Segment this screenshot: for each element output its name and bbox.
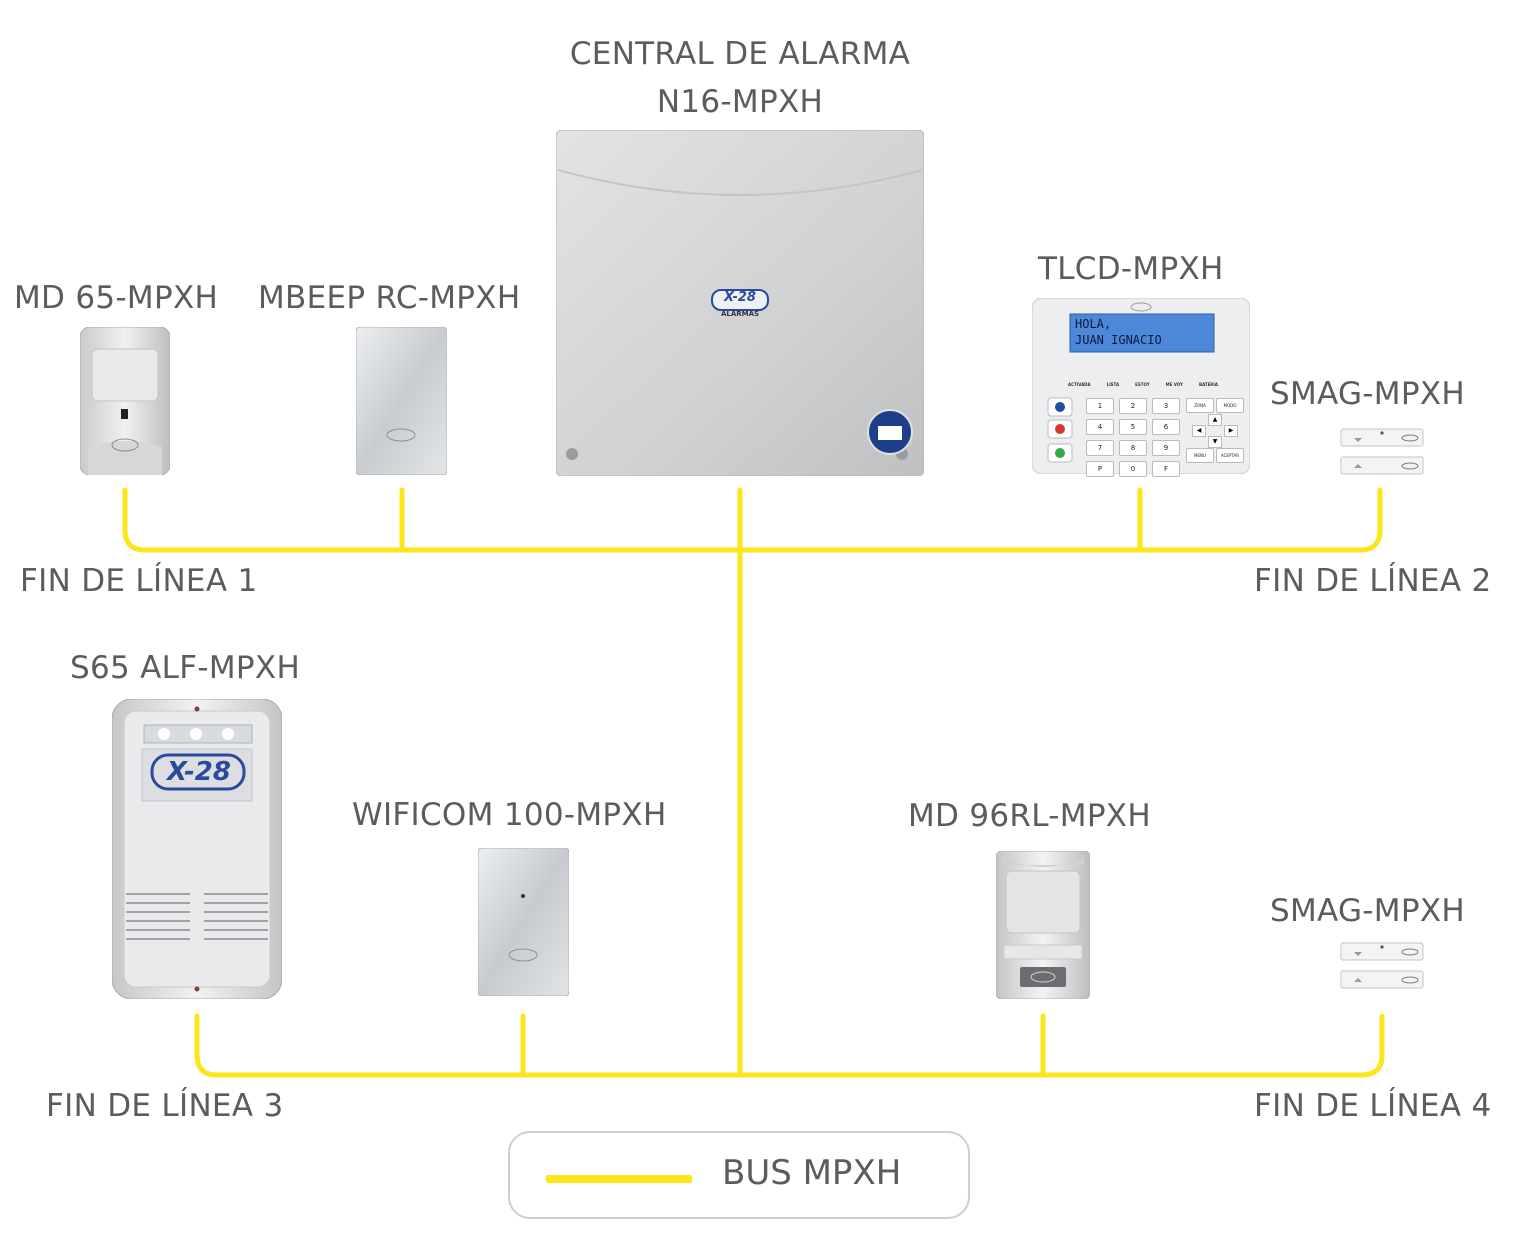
arrow-up-icon[interactable]: ▲ (1208, 414, 1222, 426)
key-6[interactable]: 6 (1152, 419, 1180, 435)
mbeep-label: MBEEP RC-MPXH (258, 280, 521, 316)
wificom-label: WIFICOM 100-MPXH (352, 797, 667, 833)
key-3[interactable]: 3 (1152, 398, 1180, 414)
tlcd-keypad-image: HOLA, JUAN IGNACIO ACTIVADA LISTA ESTOY … (1032, 298, 1250, 477)
smag-top-label: SMAG-MPXH (1270, 376, 1465, 412)
keypad-numeric-grid: 1 2 3 4 5 6 7 8 9 P 0 F (1086, 398, 1184, 477)
arrow-down-icon[interactable]: ▼ (1208, 436, 1222, 448)
keypad-status-row: ACTIVADA LISTA ESTOY ME VOY BATERIA (1068, 382, 1218, 387)
md96-label: MD 96RL-MPXH (908, 798, 1151, 834)
keypad-dpad[interactable]: ▲ ◀ ▶ ▼ (1190, 414, 1238, 448)
central-title-line1: CENTRAL DE ALARMA (569, 36, 911, 72)
bus-upper (122, 487, 1383, 553)
status-activada: ACTIVADA (1068, 382, 1091, 387)
status-me-voy: ME VOY (1165, 382, 1183, 387)
key-8[interactable]: 8 (1119, 440, 1147, 456)
end-of-line-2: FIN DE LÍNEA 2 (1254, 563, 1492, 599)
legend: BUS MPXH (508, 1131, 970, 1219)
central-panel-image: X-28 ALARMAS (555, 129, 925, 477)
s65-label: S65 ALF-MPXH (70, 650, 301, 686)
central-logo: X-28 (724, 290, 756, 305)
key-7[interactable]: 7 (1086, 440, 1114, 456)
key-modo[interactable]: MODO (1216, 398, 1244, 413)
tlcd-label: TLCD-MPXH (1038, 251, 1224, 287)
legend-label: BUS MPXH (722, 1153, 902, 1193)
smag-bottom-label: SMAG-MPXH (1270, 893, 1465, 929)
arrow-right-icon[interactable]: ▶ (1224, 425, 1238, 437)
md96-sensor-image (995, 850, 1091, 1000)
key-4[interactable]: 4 (1086, 419, 1114, 435)
key-9[interactable]: 9 (1152, 440, 1180, 456)
legend-bus-swatch (546, 1175, 692, 1183)
smag-top-image (1340, 428, 1424, 476)
md65-label: MD 65-MPXH (14, 280, 219, 316)
end-of-line-1: FIN DE LÍNEA 1 (20, 563, 258, 599)
central-logo-sub: ALARMAS (720, 310, 760, 318)
keypad-screen-line1: HOLA, (1075, 317, 1112, 331)
mbeep-module-image (355, 326, 448, 476)
key-f[interactable]: F (1152, 461, 1180, 477)
arrow-left-icon[interactable]: ◀ (1192, 425, 1206, 437)
status-bateria: BATERIA (1199, 382, 1218, 387)
md65-sensor-image (79, 326, 171, 476)
key-2[interactable]: 2 (1119, 398, 1147, 414)
bus-lower (194, 1013, 1385, 1078)
s65-brand-logo: X-28 (167, 757, 231, 787)
key-menu[interactable]: MENU (1186, 448, 1214, 463)
key-1[interactable]: 1 (1086, 398, 1114, 414)
status-lista: LISTA (1106, 382, 1120, 387)
key-zona[interactable]: ZONA (1186, 398, 1214, 413)
end-of-line-3: FIN DE LÍNEA 3 (46, 1088, 284, 1124)
keypad-screen-line2: JUAN IGNACIO (1075, 333, 1162, 347)
wificom-module-image (477, 847, 570, 997)
status-estoy: ESTOY (1135, 382, 1150, 387)
key-aceptar[interactable]: ACEPTAR (1216, 448, 1244, 463)
s65-siren-image: X-28 (111, 698, 283, 1000)
key-0[interactable]: 0 (1119, 461, 1147, 477)
smag-bottom-image (1340, 942, 1424, 990)
key-5[interactable]: 5 (1119, 419, 1147, 435)
central-title-line2: N16-MPXH (656, 84, 824, 120)
key-p[interactable]: P (1086, 461, 1114, 477)
end-of-line-4: FIN DE LÍNEA 4 (1254, 1088, 1492, 1124)
